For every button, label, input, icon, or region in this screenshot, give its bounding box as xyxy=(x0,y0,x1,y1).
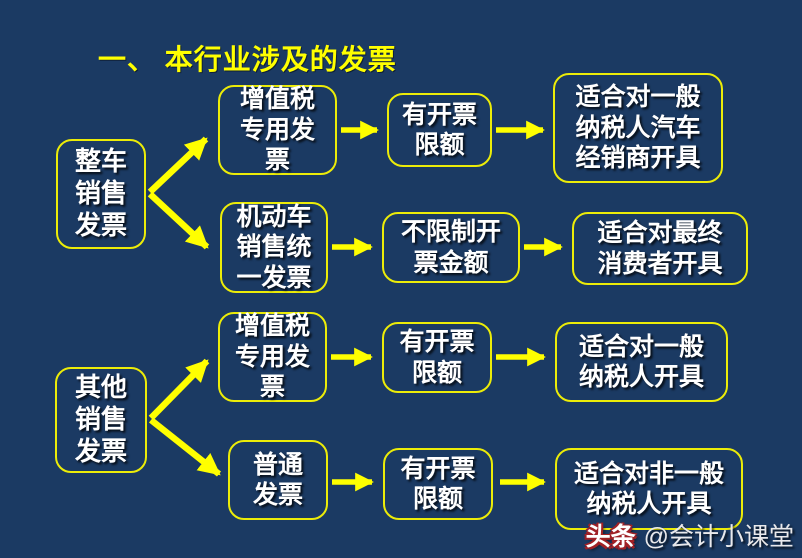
toutiao-logo: 头条 xyxy=(585,523,636,551)
node-label: 有开票 限额 xyxy=(401,100,477,160)
node-suitable-non-general-taxpayers: 适合对非一般 纳税人开具 xyxy=(555,448,743,530)
node-motor-vehicle-unified-invoice: 机动车 销售统 一发票 xyxy=(220,202,328,293)
node-vat-special-invoice-1: 增值税 专用发 票 xyxy=(218,85,337,175)
node-has-invoicing-limit-1: 有开票 限额 xyxy=(387,93,492,167)
node-label: 不限制开 票金额 xyxy=(400,218,501,277)
watermark-handle: @会计小课堂 xyxy=(643,523,794,551)
node-label: 增值税 专用发 票 xyxy=(239,85,315,175)
node-suitable-general-taxpayer-dealers: 适合对一般 纳税人汽车 经销商开具 xyxy=(553,73,723,183)
node-label: 增值税 专用发 票 xyxy=(234,312,310,402)
node-suitable-general-taxpayers: 适合对一般 纳税人开具 xyxy=(555,322,728,402)
node-whole-vehicle-sales-invoice: 整车 销售 发票 xyxy=(56,139,146,249)
node-label: 机动车 销售统 一发票 xyxy=(236,202,312,292)
arrow-g1-branch-up xyxy=(147,136,209,195)
node-label: 适合对一般 纳税人汽车 经销商开具 xyxy=(575,83,701,173)
watermark: 头条 @会计小课堂 xyxy=(586,517,794,553)
node-suitable-final-consumers: 适合对最终 消费者开具 xyxy=(572,212,748,285)
node-ordinary-invoice: 普通 发票 xyxy=(228,440,328,520)
node-label: 有开票 限额 xyxy=(400,454,476,514)
arrow-g2-branch-down xyxy=(148,417,222,477)
node-label: 其他 销售 发票 xyxy=(74,372,127,466)
node-no-invoicing-amount-limit: 不限制开 票金额 xyxy=(382,212,520,283)
slide-title: 一、 本行业涉及的发票 xyxy=(98,44,397,75)
node-vat-special-invoice-2: 增值税 专用发 票 xyxy=(218,312,327,402)
arrow-g2-branch-up xyxy=(148,358,210,421)
node-label: 有开票 限额 xyxy=(399,328,475,387)
node-label: 适合对一般 纳税人开具 xyxy=(578,332,704,392)
arrow-g1-branch-down xyxy=(147,191,210,250)
node-has-invoicing-limit-2: 有开票 限额 xyxy=(382,322,492,393)
node-has-invoicing-limit-3: 有开票 限额 xyxy=(383,448,493,520)
node-label: 整车 销售 发票 xyxy=(74,146,127,240)
node-label: 普通 发票 xyxy=(252,450,303,510)
node-label: 适合对最终 消费者开具 xyxy=(597,219,723,278)
node-other-sales-invoice: 其他 销售 发票 xyxy=(55,367,147,473)
node-label: 适合对非一般 纳税人开具 xyxy=(573,459,724,519)
